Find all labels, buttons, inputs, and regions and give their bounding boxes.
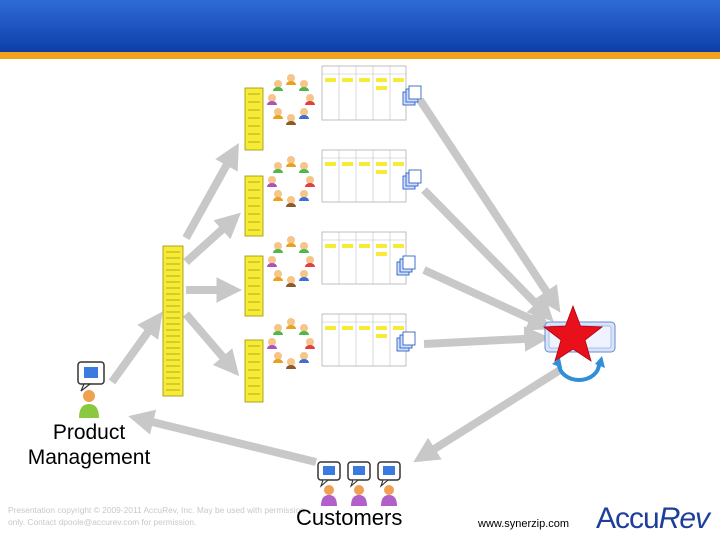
customers-label: Customers <box>296 505 403 530</box>
team-3 <box>244 231 416 317</box>
customer-1 <box>317 461 341 506</box>
header-rule <box>0 52 720 59</box>
arrow-team-3-to-release <box>422 266 554 331</box>
team-2-task-board-icon <box>321 149 407 203</box>
team-3-backlog-list-icon <box>244 255 264 317</box>
customers-group <box>317 461 401 506</box>
arrow-customers-to-pm <box>128 409 317 466</box>
speech-bubble-icon <box>347 461 371 488</box>
accurev-logo: AccuRev <box>596 502 710 536</box>
arrow-backlog-to-team-4 <box>182 311 240 377</box>
header-bar <box>0 0 720 52</box>
speech-bubble-icon <box>377 461 401 488</box>
arrow-backlog-to-team-2 <box>183 212 241 265</box>
team-1-task-board-icon <box>321 65 407 121</box>
team-2-people-icon <box>267 156 315 207</box>
team-4-backlog-list-icon <box>244 339 264 403</box>
team-2 <box>244 149 422 237</box>
product-management-line1: Product <box>52 421 126 444</box>
copyright-notice: Presentation copyright © 2009-2011 AccuR… <box>8 505 305 527</box>
arrow-pm-to-backlog <box>108 311 163 385</box>
release-integration <box>542 304 616 382</box>
customer-2 <box>347 461 371 506</box>
product-management-line2: Management <box>27 446 151 469</box>
product-backlog-list-icon <box>162 245 184 397</box>
customer-3 <box>377 461 401 506</box>
team-4-people-icon <box>267 318 315 369</box>
team-4-task-board-icon <box>321 313 407 367</box>
team-3-task-board-icon <box>321 231 407 285</box>
logo-suffix: Rev <box>658 502 710 535</box>
team-4 <box>244 313 416 403</box>
team-4-document-stack-icon <box>396 331 416 352</box>
cycle-icon <box>557 363 601 382</box>
arrow-team-2-to-release <box>421 187 554 322</box>
team-1-people-icon <box>267 74 315 125</box>
team-3-document-stack-icon <box>396 255 416 276</box>
person-icon <box>79 390 99 418</box>
star-icon <box>542 304 604 362</box>
website-link[interactable]: www.synerzip.com <box>478 518 570 530</box>
speech-bubble-icon <box>317 461 341 488</box>
person-icon <box>321 485 337 506</box>
logo-prefix: Accu <box>596 502 660 535</box>
team-1-backlog-list-icon <box>244 87 264 151</box>
speech-bubble-icon <box>77 361 105 392</box>
arrow-backlog-to-team-1 <box>182 143 239 240</box>
person-icon <box>381 485 397 506</box>
team-1-document-stack-icon <box>402 85 422 106</box>
arrow-team-1-to-release <box>416 97 561 313</box>
product-manager <box>77 361 105 418</box>
person-icon <box>351 485 367 506</box>
team-1 <box>244 65 422 151</box>
arrow-release-to-customers <box>413 366 563 463</box>
team-3-people-icon <box>267 236 315 287</box>
arrow-team-4-to-release <box>423 326 550 352</box>
team-2-document-stack-icon <box>402 169 422 190</box>
team-2-backlog-list-icon <box>244 175 264 237</box>
flow-arrows <box>108 97 563 466</box>
product-management-label: Product Management <box>14 420 164 470</box>
